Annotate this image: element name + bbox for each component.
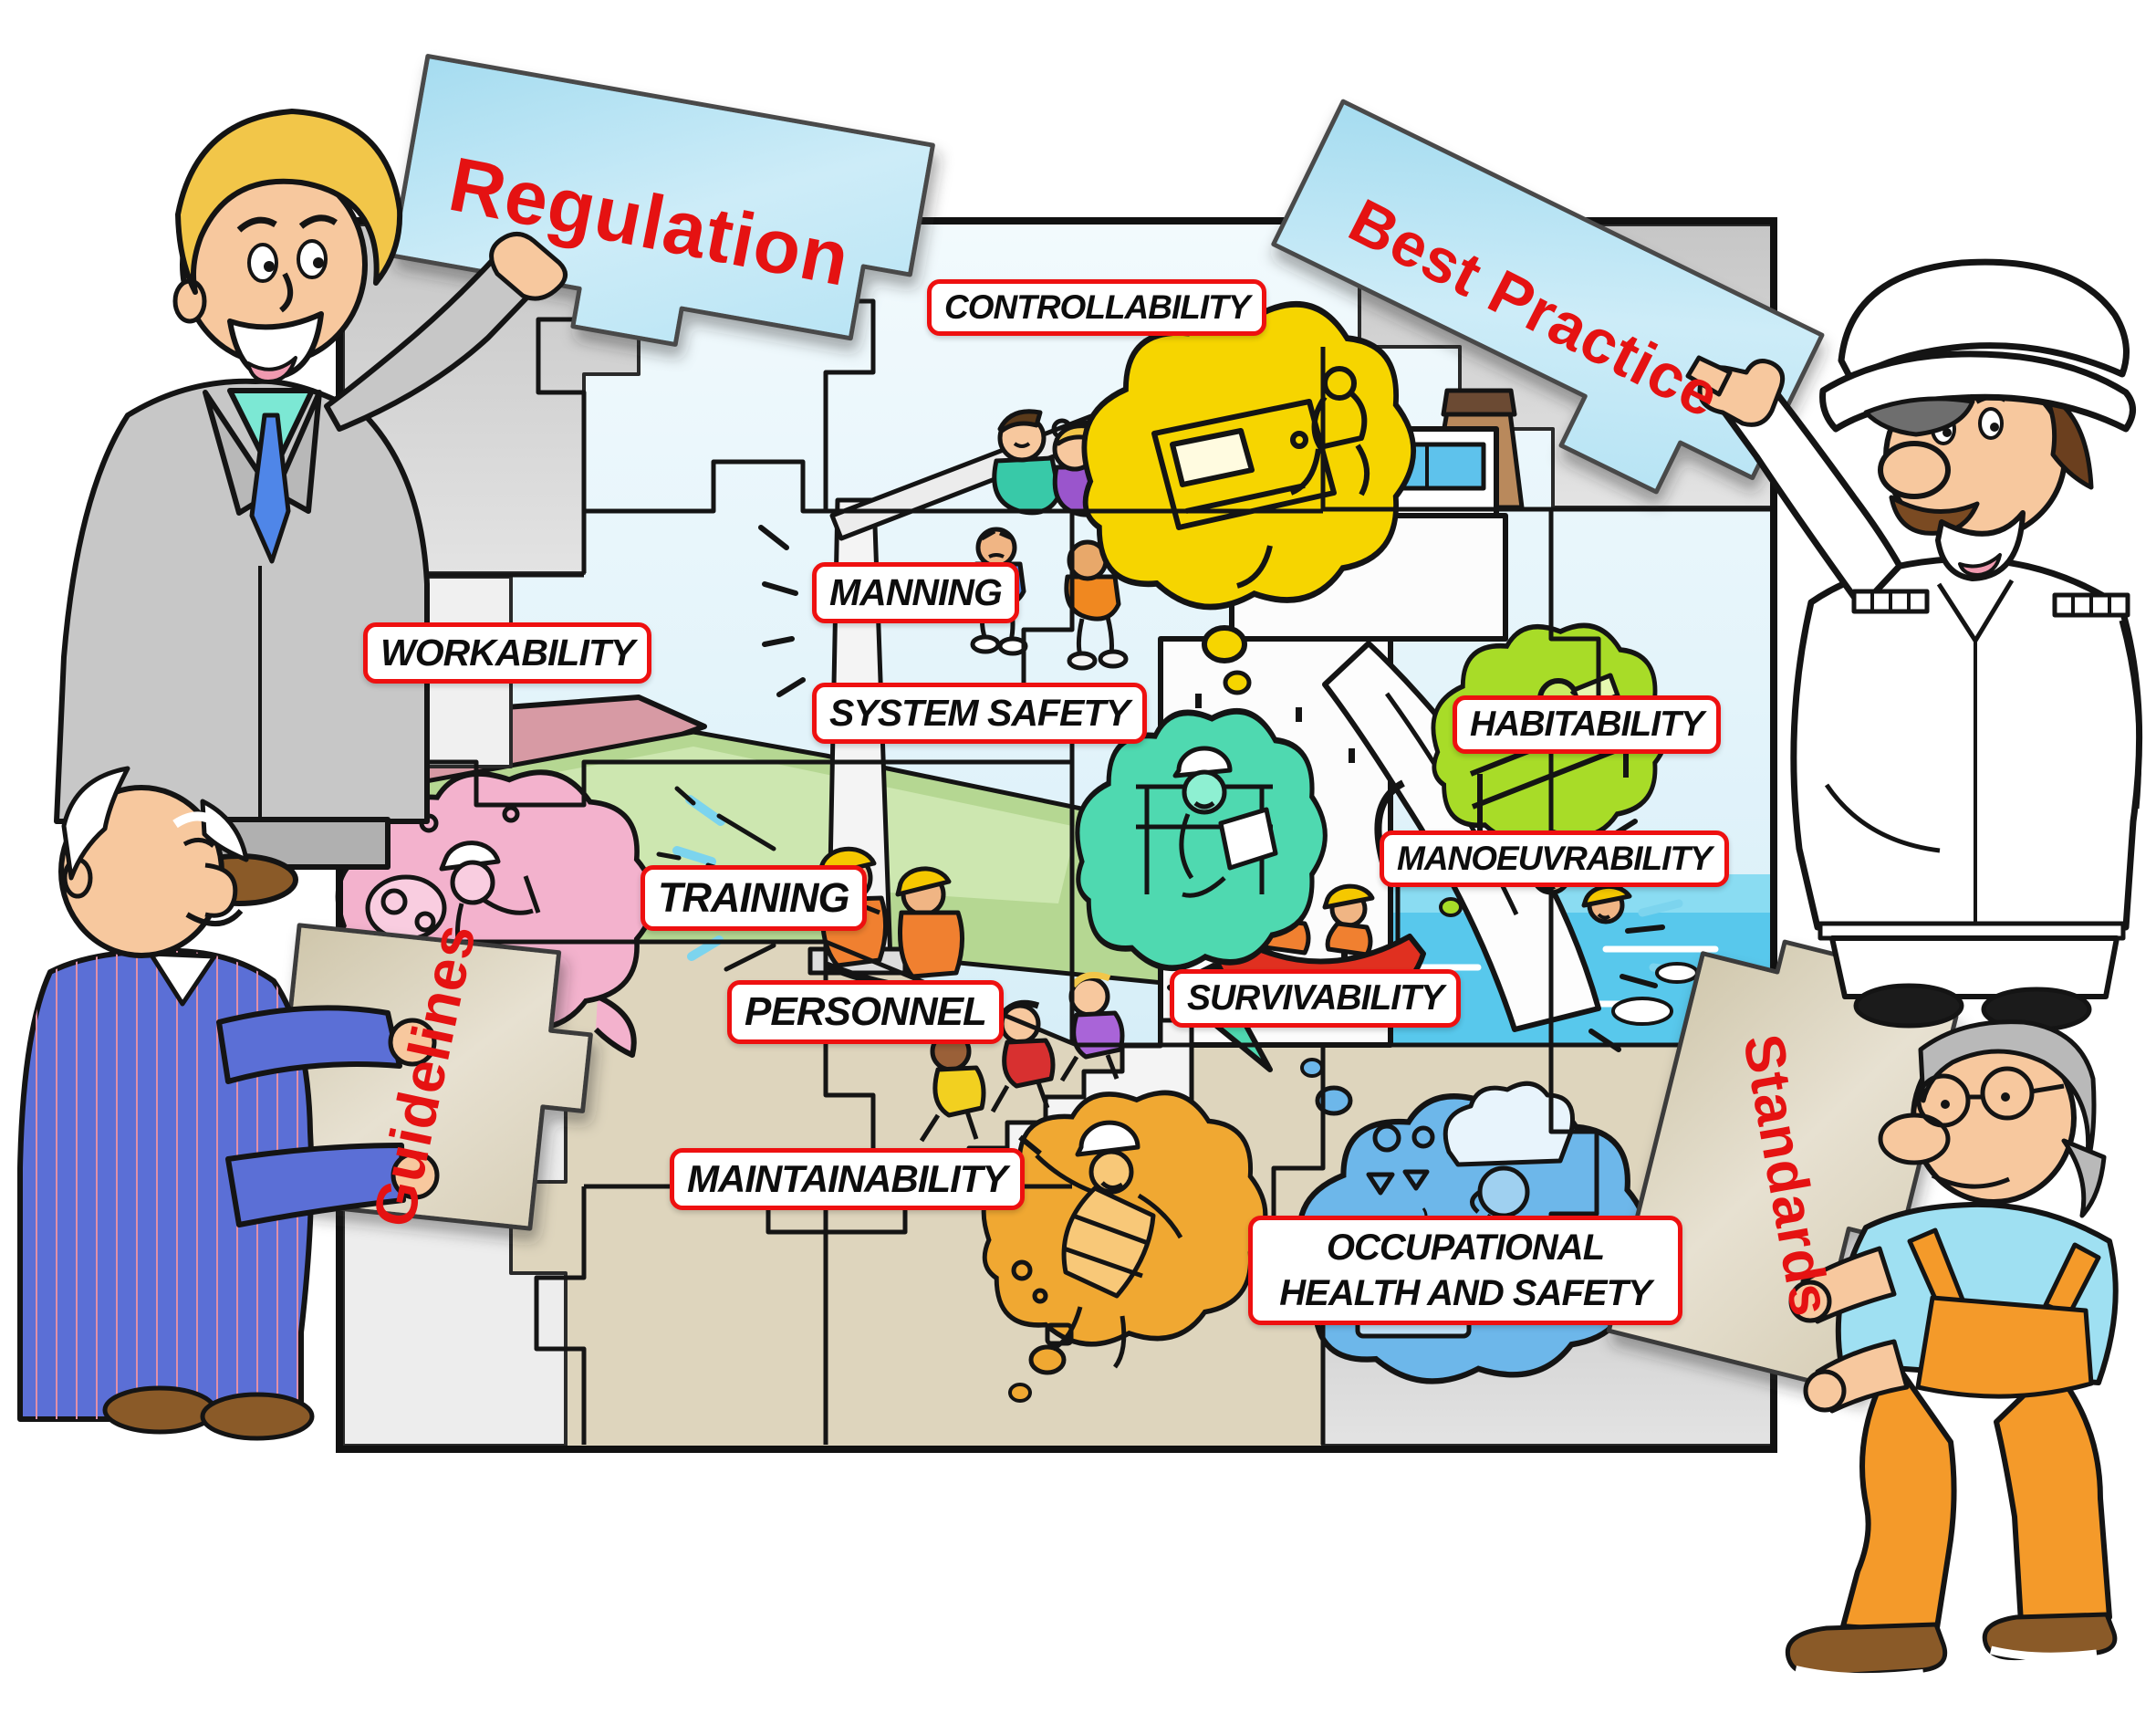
label-habitability: HABITABILITY	[1453, 695, 1721, 754]
label-manning: MANNING	[812, 562, 1019, 623]
engineer-overalls-man-icon	[1785, 1019, 2119, 1683]
label-occupational-health-and-safety: OCCUPATIONAL HEALTH AND SAFETY	[1248, 1216, 1682, 1325]
label-personnel: PERSONNEL	[727, 980, 1004, 1044]
piece-best-practice	[1271, 99, 1825, 495]
workability-bubble	[338, 772, 653, 1058]
controllability-bubble	[1084, 304, 1413, 695]
label-maintainability: MAINTAINABILITY	[670, 1148, 1025, 1210]
label-system-safety: SYSTEM SAFETY	[812, 683, 1147, 744]
label-training: TRAINING	[641, 865, 867, 931]
maintainability-bubble	[984, 1092, 1265, 1403]
label-workability: WORKABILITY	[363, 622, 652, 684]
label-controllability: CONTROLLABILITY	[927, 279, 1267, 336]
label-survivability: SURVIVABILITY	[1170, 969, 1461, 1028]
label-manoeuvrability: MANOEUVRABILITY	[1380, 830, 1729, 887]
elder-suit-man-icon	[17, 766, 440, 1441]
captain-icon	[1685, 258, 2143, 1032]
